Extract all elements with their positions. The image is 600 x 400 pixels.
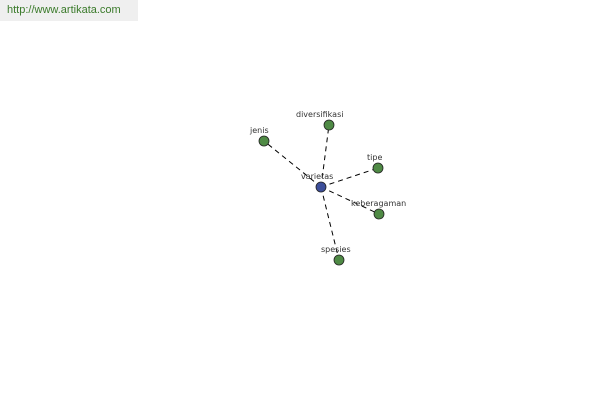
node-keberagaman[interactable]: [373, 208, 385, 220]
node-label-spesies: spesies: [321, 245, 351, 254]
labels-layer: diversifikasi jenis tipe keberagaman spesies…: [249, 110, 406, 254]
node-label-jenis: jenis: [249, 126, 269, 135]
node-tipe[interactable]: [372, 162, 384, 174]
node-jenis[interactable]: [258, 135, 270, 147]
node-diversifikasi[interactable]: [323, 119, 335, 131]
edges-layer: [263, 124, 380, 261]
node-label-keberagaman: keberagaman: [351, 199, 406, 208]
nodes-layer: [258, 119, 385, 266]
node-label-diversifikasi: diversifikasi: [296, 110, 343, 119]
edge-varietas-tipe: [320, 167, 379, 188]
node-varietas[interactable]: [315, 181, 327, 193]
edge-varietas-diversifikasi: [320, 124, 330, 188]
edge-varietas-jenis: [263, 140, 322, 188]
node-spesies[interactable]: [333, 254, 345, 266]
node-label-varietas: varietas: [301, 172, 333, 181]
source-link[interactable]: http://www.artikata.com: [0, 0, 138, 21]
node-label-tipe: tipe: [367, 153, 382, 162]
edge-varietas-keberagaman: [320, 186, 380, 215]
edge-varietas-spesies: [320, 186, 340, 261]
